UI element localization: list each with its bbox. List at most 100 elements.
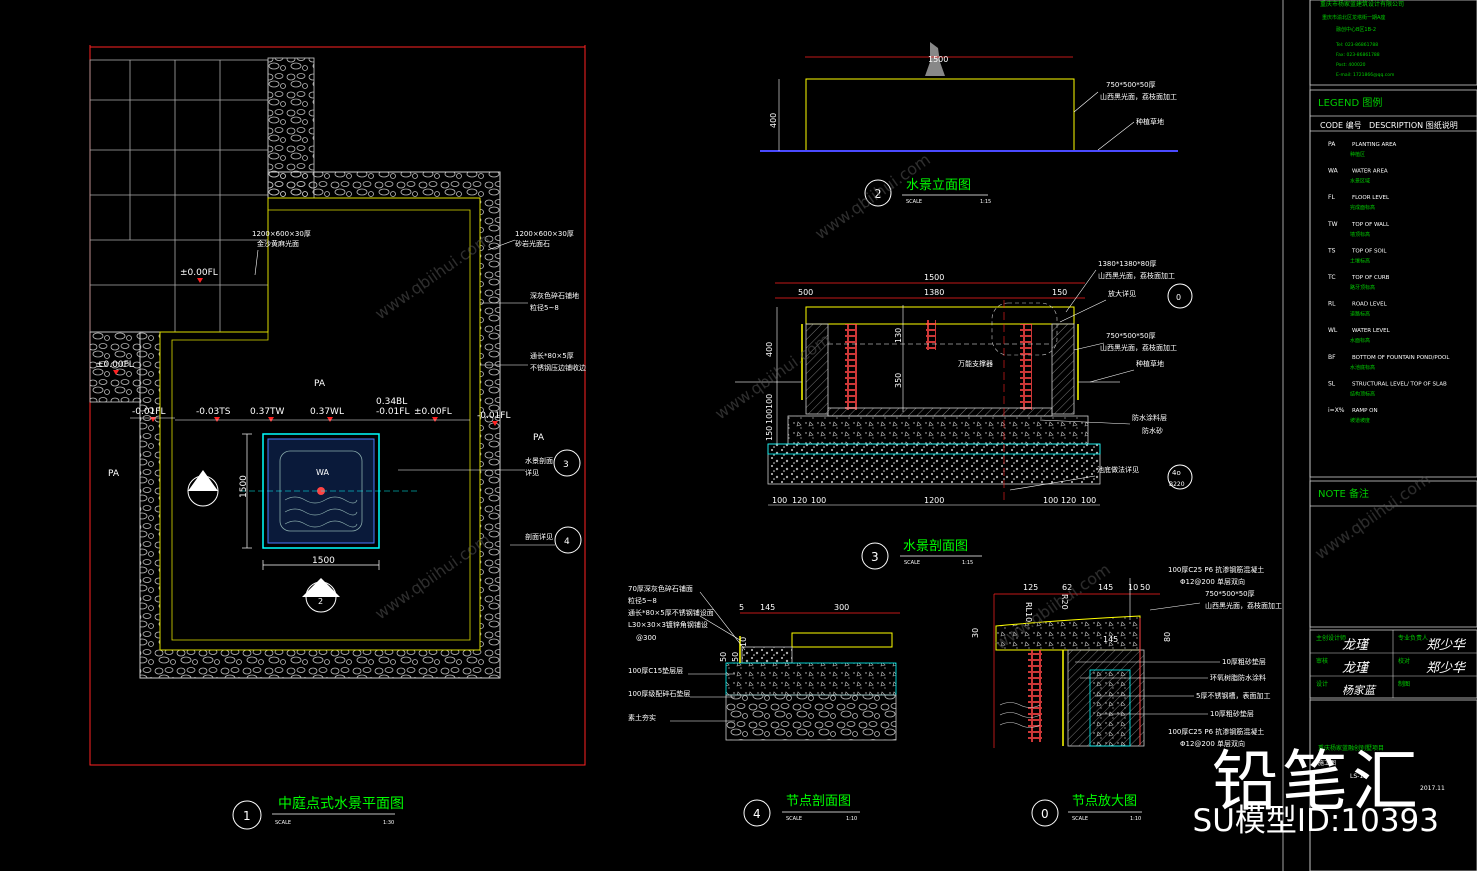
det-note-5: 环氧树脂防水涂料 bbox=[1210, 673, 1266, 682]
plan-note-7: 不锈钢压边铺收边 bbox=[530, 363, 586, 372]
fountain-spray bbox=[925, 42, 945, 76]
legend-en: BOTTOM OF FOUNTAIN POND/POOL bbox=[1352, 355, 1450, 361]
legend-col-code: CODE 编号 bbox=[1320, 120, 1362, 130]
company-line-5: Post: 400020 bbox=[1336, 62, 1366, 68]
det-scale: 1:10 bbox=[1130, 816, 1141, 822]
plan-notes: 1200×600×30厚 金沙黄麻光面 1200×600×30厚 砂岩光面石 深… bbox=[252, 230, 586, 541]
elev-note-1: 山西黑光面，荔枝面加工 bbox=[1100, 92, 1177, 101]
node-note-5: 100厚C15垫层层 bbox=[628, 666, 683, 675]
plan-scale-label: SCALE bbox=[275, 820, 291, 826]
sign-0-r: 专业负责人 bbox=[1398, 634, 1428, 642]
sec-note-4: 山西黑光面，荔枝面加工 bbox=[1100, 343, 1177, 352]
project-name: 重庆杨家蓝融创别墅项目 bbox=[1318, 744, 1384, 752]
area-pa-1: PA bbox=[314, 379, 326, 389]
plan-dim-h: 1500 bbox=[312, 556, 335, 566]
section-mark-d-label: 4 bbox=[564, 537, 570, 547]
company-info: 重庆市杨家蓝建筑设计有限公司 重庆市渝北区龙塔街一期A座 融创中心B区1B-2 … bbox=[1320, 0, 1404, 78]
sec-bot-dim-3: 1200 bbox=[924, 496, 944, 505]
legend-en: RAMP ON bbox=[1352, 408, 1378, 414]
level-7: -0.01FL bbox=[376, 407, 409, 417]
node-note-0: 70厚深灰色碎石铺面 bbox=[628, 584, 693, 593]
plan-note-6: 通长*80×5厚 bbox=[530, 351, 574, 360]
node-scale: 1:10 bbox=[846, 816, 857, 822]
node-gravel-base bbox=[725, 694, 897, 741]
node-note-2: 通长*80×5厚不锈钢铺设面 bbox=[628, 608, 714, 617]
sec-pool-floor bbox=[827, 407, 1053, 417]
elev-note-2: 种植草地 bbox=[1136, 117, 1164, 126]
plan-note-10: 剖面详见 bbox=[525, 532, 553, 541]
section-mark-d: 4 bbox=[554, 526, 582, 554]
elevation-drawing: 1500 400 750*500*50厚 山西黑光面，荔枝面加工 种植草地 2 … bbox=[760, 42, 1178, 207]
legend-code: TS bbox=[1327, 247, 1336, 254]
det-note-7: 10厚粗砂垫层 bbox=[1210, 709, 1254, 718]
legend-cn: 水景区域 bbox=[1350, 178, 1370, 185]
node-scale-label: SCALE bbox=[786, 816, 802, 822]
sec-bot-dim-6: 100 bbox=[1081, 496, 1096, 505]
sign-0-l: 主创设计师 bbox=[1316, 634, 1346, 642]
det-dim-2: 145 bbox=[1098, 583, 1113, 592]
sec-note-5: 种植草地 bbox=[1136, 359, 1164, 368]
section-drawing: 1500 1380 500 150 400 350 100 bbox=[735, 260, 1193, 570]
plan-dim-v: 1500 bbox=[239, 475, 249, 498]
det-note-0: 100厚C25 P6 抗渗钢筋混凝土 bbox=[1168, 565, 1264, 574]
legend-code: RL bbox=[1328, 301, 1336, 308]
legend-col-desc: DESCRIPTION 图纸说明 bbox=[1369, 120, 1458, 130]
legend-cn: 道路标高 bbox=[1350, 311, 1370, 318]
sign-2-l: 设计 bbox=[1316, 680, 1328, 688]
det-dim-6: 30 bbox=[971, 628, 980, 638]
plan-note-1: 金沙黄麻光面 bbox=[257, 239, 299, 248]
plan-levels: ±0.00FL ±0.00FL -0.01FL -0.03TS 0.37TW 0… bbox=[96, 268, 510, 421]
elev-scale-label: SCALE bbox=[906, 199, 922, 205]
section-mark-c: 3 bbox=[553, 449, 581, 477]
sec-left-dim-4: 150 bbox=[765, 426, 774, 441]
level-3: -0.03TS bbox=[196, 407, 231, 417]
area-wa: WA bbox=[316, 468, 329, 477]
sign-2-r: 制图 bbox=[1398, 680, 1410, 688]
plan-note-0: 1200×600×30厚 bbox=[252, 230, 311, 238]
elev-number: 2 bbox=[874, 187, 882, 201]
fountain-basin bbox=[240, 433, 420, 549]
plan-leaders bbox=[254, 239, 555, 546]
det-dim-8: RL10 bbox=[1024, 602, 1033, 622]
sec-title-block: 3 水景剖面图 SCALE 1:15 bbox=[861, 539, 982, 570]
det-dim-9: R20 bbox=[1060, 594, 1069, 610]
det-number: 0 bbox=[1041, 807, 1049, 821]
plan-dims bbox=[242, 433, 380, 570]
det-dim-4: 50 bbox=[1140, 583, 1150, 592]
level-8: ±0.00FL bbox=[414, 407, 452, 417]
node-concrete bbox=[725, 662, 897, 696]
sign-1-l: 审核 bbox=[1316, 657, 1328, 665]
legend-code: i=X% bbox=[1328, 407, 1345, 414]
node-note-6: 100厚级配碎石垫层 bbox=[628, 689, 690, 698]
det-cap-stone bbox=[995, 615, 1141, 651]
brand-watermark: 铅笔汇 bbox=[1212, 743, 1422, 820]
node-dim-3: 50 bbox=[719, 652, 728, 662]
plan-note-3: 砂岩光面石 bbox=[515, 239, 550, 248]
sec-bot-dim-0: 100 bbox=[772, 496, 787, 505]
sec-top-dim-1: 1380 bbox=[924, 288, 944, 297]
node-dim-5: 10 bbox=[739, 637, 748, 647]
sign-rows: 主创设计师 龙瑾 专业负责人 郑少华 审核 龙瑾 校对 郑少华 设计 杨家蓝 制… bbox=[1316, 634, 1467, 697]
legend-cn: 水面标高 bbox=[1350, 337, 1370, 344]
plan-note-2: 1200×600×30厚 bbox=[515, 230, 574, 238]
level-0: ±0.00FL bbox=[180, 268, 218, 278]
det-pedestal bbox=[1028, 650, 1042, 742]
level-4: 0.37TW bbox=[250, 407, 285, 417]
node-note-7: 素土夯实 bbox=[628, 713, 656, 722]
elev-dim-w: 1500 bbox=[928, 55, 948, 64]
company-line-1: 重庆市渝北区龙塔街一期A座 bbox=[1322, 14, 1385, 21]
sec-left-dim-3: 100 bbox=[765, 409, 774, 424]
legend-en: PLANTING AREA bbox=[1352, 142, 1397, 148]
sec-left-dim-2: 100 bbox=[765, 394, 774, 409]
sec-scale: 1:15 bbox=[962, 560, 973, 566]
sign-1-rv: 郑少华 bbox=[1426, 661, 1467, 676]
sec-concrete-base bbox=[787, 415, 1089, 445]
company-line-4: Fax: 023-86861788 bbox=[1336, 52, 1380, 58]
legend-en: TOP OF CURB bbox=[1351, 275, 1390, 281]
det-title: 节点放大图 bbox=[1072, 794, 1137, 809]
legend-code: WL bbox=[1328, 327, 1338, 334]
sign-1-lv: 龙瑾 bbox=[1342, 661, 1370, 676]
stone-corner bbox=[89, 331, 141, 403]
level-6: 0.34BL bbox=[376, 397, 407, 407]
legend-code: TW bbox=[1327, 221, 1338, 228]
